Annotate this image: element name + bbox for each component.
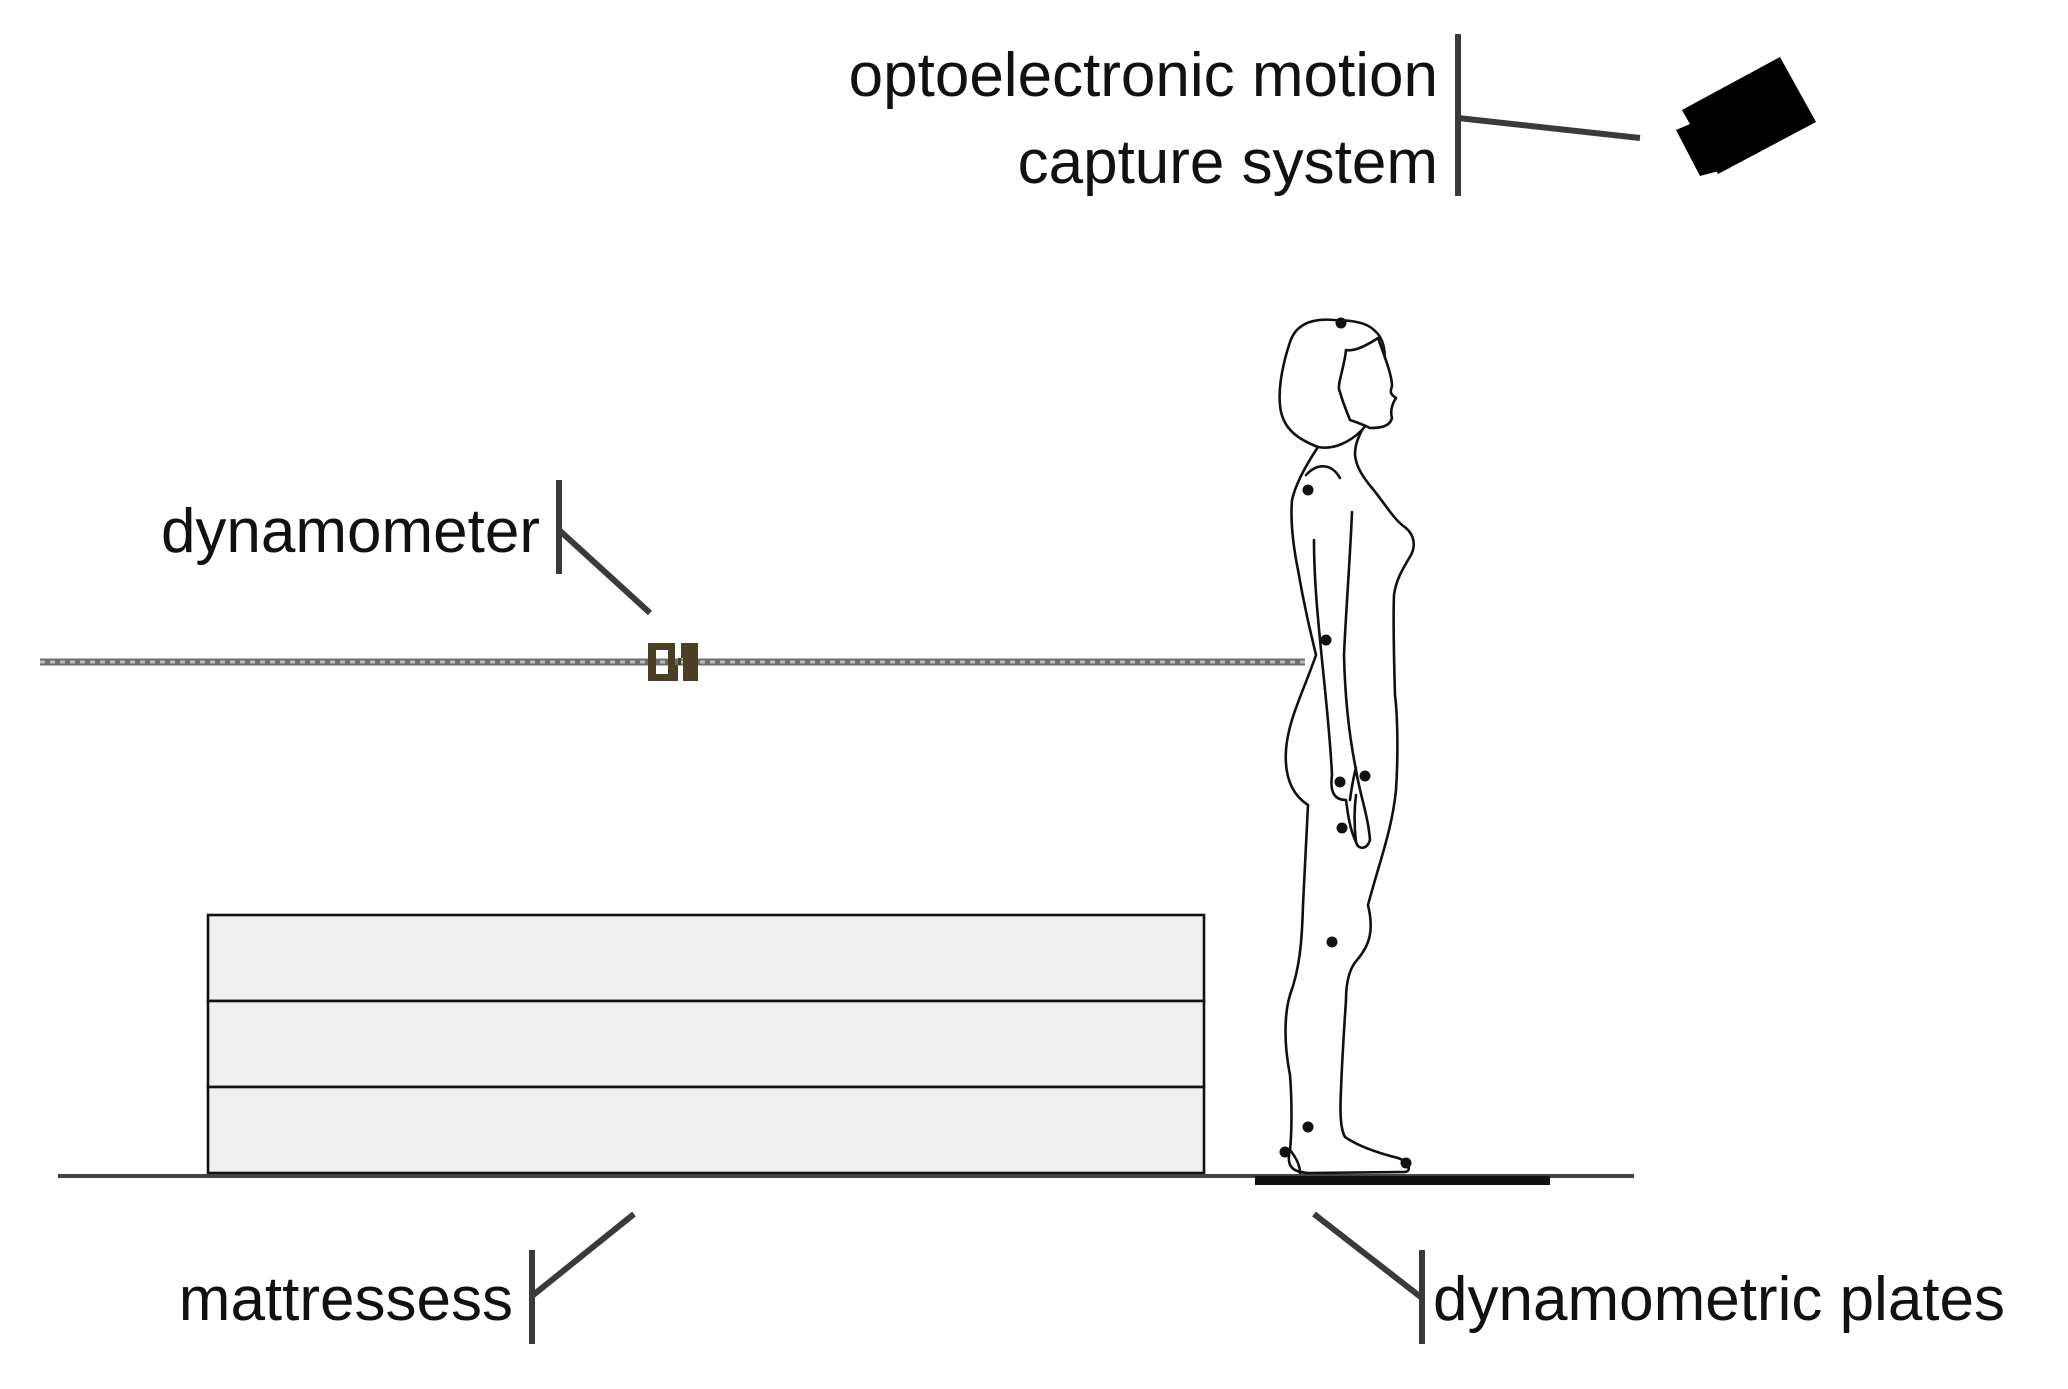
mattresses-label: mattressess (179, 1265, 513, 1334)
face-outline (1337, 336, 1398, 430)
plates-leader-line (1312, 1211, 1424, 1301)
marker-hip (1334, 776, 1346, 788)
dynamometer-leader-line (556, 527, 653, 616)
dynamometer-icon (648, 643, 698, 681)
marker-knee (1326, 936, 1338, 948)
camera-label-line1: optoelectronic motion (849, 41, 1438, 110)
camera-label-line2: capture system (1018, 128, 1438, 197)
dynamometer-label-group: dynamometer (161, 480, 653, 616)
marker-wrist-inner (1336, 822, 1348, 834)
plates-label: dynamometric plates (1433, 1265, 2005, 1334)
mattress-top (206, 913, 1206, 1003)
mattress-bottom (206, 1085, 1206, 1175)
foot-detail (1288, 1148, 1302, 1175)
dynamometer-label: dynamometer (161, 497, 540, 566)
video-camera-icon (1676, 57, 1816, 176)
mattresses-label-group: mattressess (179, 1211, 636, 1344)
marker-head (1335, 317, 1347, 329)
camera-label-group: optoelectronic motion capture system (849, 34, 1641, 197)
marker-heel (1279, 1146, 1291, 1158)
dynamometric-plate (1255, 1176, 1550, 1185)
hand-detail (1348, 766, 1358, 844)
marker-elbow (1320, 634, 1332, 646)
plates-label-group: dynamometric plates (1312, 1211, 2005, 1344)
standing-woman-figure (1278, 317, 1416, 1175)
marker-wrist-outer (1359, 770, 1371, 782)
marker-ankle (1302, 1121, 1314, 1133)
marker-toe (1400, 1157, 1412, 1169)
mattresses-leader-line (530, 1211, 636, 1299)
mattress-stack (206, 913, 1206, 1175)
marker-shoulder (1302, 484, 1314, 496)
shoulder-detail (1304, 465, 1342, 480)
mattress-middle (206, 999, 1206, 1089)
camera-leader-line (1457, 115, 1641, 141)
